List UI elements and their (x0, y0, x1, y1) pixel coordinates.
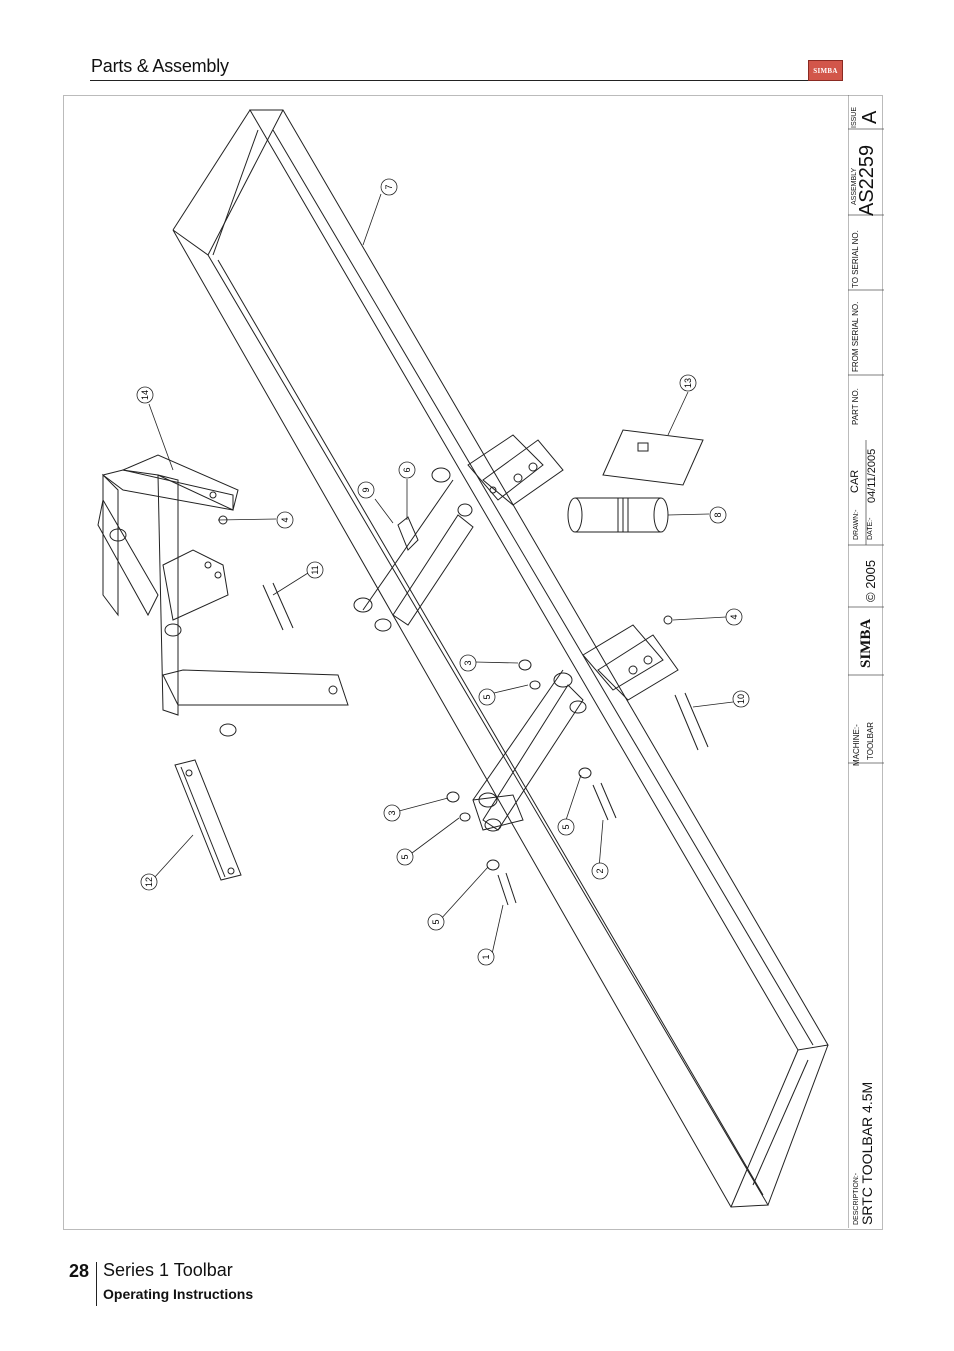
from-serial-label: FROM SERIAL NO. (851, 301, 860, 372)
part-no-label: PART NO. (851, 388, 860, 425)
page-header-title: Parts & Assembly (91, 56, 229, 76)
link-bar-12 (174, 759, 242, 881)
callout-9-label: 9 (361, 487, 371, 492)
callout-5b: 5 (396, 848, 414, 866)
callout-8-label: 8 (713, 512, 723, 517)
drawn-value: CAR (849, 469, 861, 493)
callout-group: 7 14 6 9 4 11 13 8 4 3 5 10 3 5 5 2 12 5… (136, 178, 750, 966)
issue-value: A (859, 110, 881, 124)
callout-5a-label: 5 (482, 694, 492, 699)
callout-10-label: 10 (736, 694, 746, 704)
callout-4b-label: 4 (729, 614, 739, 619)
callout-3b: 3 (383, 804, 401, 822)
callout-1: 1 (477, 948, 495, 966)
callout-14-label: 14 (140, 390, 150, 400)
callout-7: 7 (380, 178, 398, 196)
callout-2-label: 2 (595, 868, 605, 873)
callout-2: 2 (591, 862, 609, 880)
drawing-frame (63, 95, 883, 1230)
copyright: © 2005 (863, 559, 878, 602)
callout-3a-label: 3 (463, 660, 473, 665)
assembly-drawing: 7 14 6 9 4 11 13 8 4 3 5 10 3 5 5 2 12 5… (97, 109, 829, 1208)
callout-6-label: 6 (402, 467, 412, 472)
lower-bracket-plates (353, 597, 524, 832)
callout-4a-label: 4 (280, 517, 290, 522)
callout-9: 9 (357, 481, 375, 499)
footer-divider (96, 1262, 97, 1306)
callout-11-label: 11 (310, 565, 320, 574)
mid-bracket-plates (553, 624, 679, 714)
machine-value: TOOLBAR (866, 721, 875, 760)
callout-12: 12 (140, 873, 158, 891)
callout-5d: 5 (427, 913, 445, 931)
callout-4a: 4 (276, 511, 294, 529)
callout-4b: 4 (725, 608, 743, 626)
pins (262, 582, 709, 751)
description-value: SRTC TOOLBAR 4.5M (859, 1081, 875, 1225)
upper-bracket-plates (431, 434, 564, 517)
bolts (218, 515, 673, 906)
callout-14: 14 (136, 386, 154, 404)
title-block-logo: SIMBA (858, 618, 874, 668)
callout-13-label: 13 (683, 378, 693, 388)
tube-8 (567, 497, 669, 533)
date-value: 04/11/2005 (866, 448, 878, 503)
callout-1-label: 1 (481, 954, 491, 959)
callout-6: 6 (398, 461, 416, 479)
callout-13: 13 (679, 374, 697, 392)
callout-5a: 5 (478, 688, 496, 706)
callout-11: 11 (306, 561, 324, 579)
callout-5c-label: 5 (561, 824, 571, 829)
assembly-number: AS2259 (856, 144, 878, 216)
callout-10: 10 (732, 690, 750, 708)
to-serial-label: TO SERIAL NO. (851, 230, 860, 288)
headstock-assembly (97, 454, 349, 737)
callout-7-label: 7 (384, 184, 394, 189)
callout-5c: 5 (557, 818, 575, 836)
callout-5d-label: 5 (431, 919, 441, 924)
callout-3b-label: 3 (387, 810, 397, 815)
toolbar-main-frame (172, 109, 829, 1208)
callout-8: 8 (709, 506, 727, 524)
date-label: DATE:- (867, 517, 874, 540)
callout-3a: 3 (459, 654, 477, 672)
machine-label: MACHINE:- (852, 724, 861, 766)
header-rule (90, 80, 840, 81)
title-block (848, 95, 884, 1228)
issue-label: ISSUE (851, 106, 858, 128)
callout-5b-label: 5 (400, 854, 410, 859)
logo-text: SIMBA (813, 66, 838, 75)
wedge-6 (397, 516, 419, 551)
footer-series-title: Series 1 Toolbar (103, 1260, 233, 1280)
cross-members (362, 479, 584, 831)
page-number: 28 (69, 1261, 90, 1281)
plate-13 (602, 429, 704, 486)
simba-logo: SIMBA (808, 60, 843, 81)
footer-subtitle: Operating Instructions (103, 1286, 254, 1302)
leader-lines (148, 193, 734, 955)
callout-12-label: 12 (144, 877, 154, 887)
drawn-label: DRAWN:- (853, 509, 860, 540)
